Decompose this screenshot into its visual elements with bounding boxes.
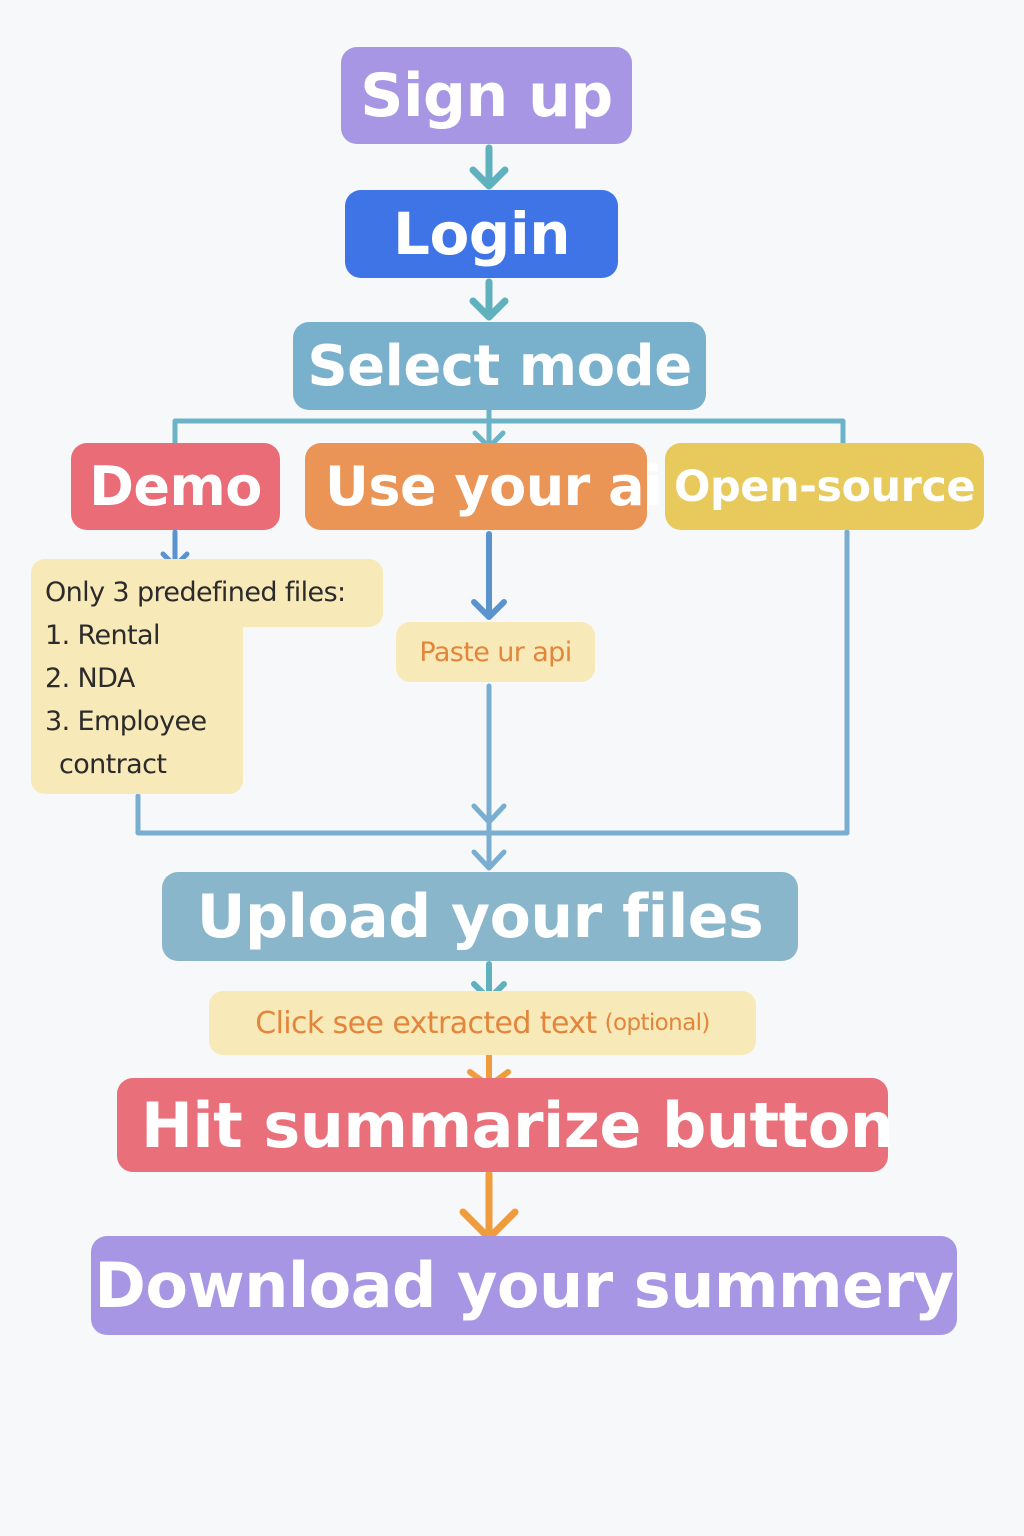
arrow-login-select bbox=[469, 278, 509, 321]
demo-note-item: 3. Employee bbox=[45, 706, 207, 737]
mode-open-source: Open-source bbox=[665, 443, 984, 530]
step-paste-api: Paste ur api bbox=[396, 622, 595, 682]
mode-use-your-ai: Use your ai bbox=[305, 443, 663, 530]
arrow-signup-login bbox=[469, 144, 509, 190]
demo-note-item-continued: contract bbox=[59, 749, 167, 780]
mode-demo: Demo bbox=[71, 443, 280, 530]
arrow-hit-download bbox=[459, 1170, 519, 1242]
mode-open-source-label: Open-source bbox=[673, 461, 976, 512]
demo-note-body-bg bbox=[31, 600, 243, 794]
merge-connector bbox=[135, 529, 850, 871]
step-upload-files: Upload your files bbox=[162, 872, 798, 961]
arrow-useai-paste bbox=[471, 531, 507, 620]
step-paste-api-label: Paste ur api bbox=[419, 636, 572, 668]
step-hit-summarize: Hit summarize button bbox=[117, 1078, 894, 1172]
step-sign-up: Sign up bbox=[341, 47, 632, 144]
step-download-summary-label: Download your summery bbox=[94, 1249, 954, 1322]
mode-use-your-ai-label: Use your ai bbox=[325, 455, 663, 518]
demo-note-title: Only 3 predefined files: bbox=[45, 577, 346, 608]
mode-demo-label: Demo bbox=[89, 455, 262, 518]
step-see-extracted-text: Click see extracted text (optional) bbox=[209, 991, 756, 1055]
demo-note-item: 1. Rental bbox=[45, 620, 160, 651]
step-hit-summarize-label: Hit summarize button bbox=[141, 1088, 894, 1162]
step-see-extracted-text-label: Click see extracted text bbox=[255, 1005, 597, 1041]
step-select-mode: Select mode bbox=[293, 322, 706, 410]
branch-connector bbox=[172, 407, 846, 450]
step-download-summary: Download your summery bbox=[91, 1236, 957, 1335]
optional-tag: (optional) bbox=[604, 1010, 711, 1036]
step-login: Login bbox=[345, 190, 618, 278]
step-login-label: Login bbox=[393, 200, 571, 268]
demo-note-item: 2. NDA bbox=[45, 663, 135, 694]
step-select-mode-label: Select mode bbox=[307, 333, 692, 399]
step-upload-files-label: Upload your files bbox=[196, 881, 764, 952]
step-sign-up-label: Sign up bbox=[360, 60, 613, 131]
